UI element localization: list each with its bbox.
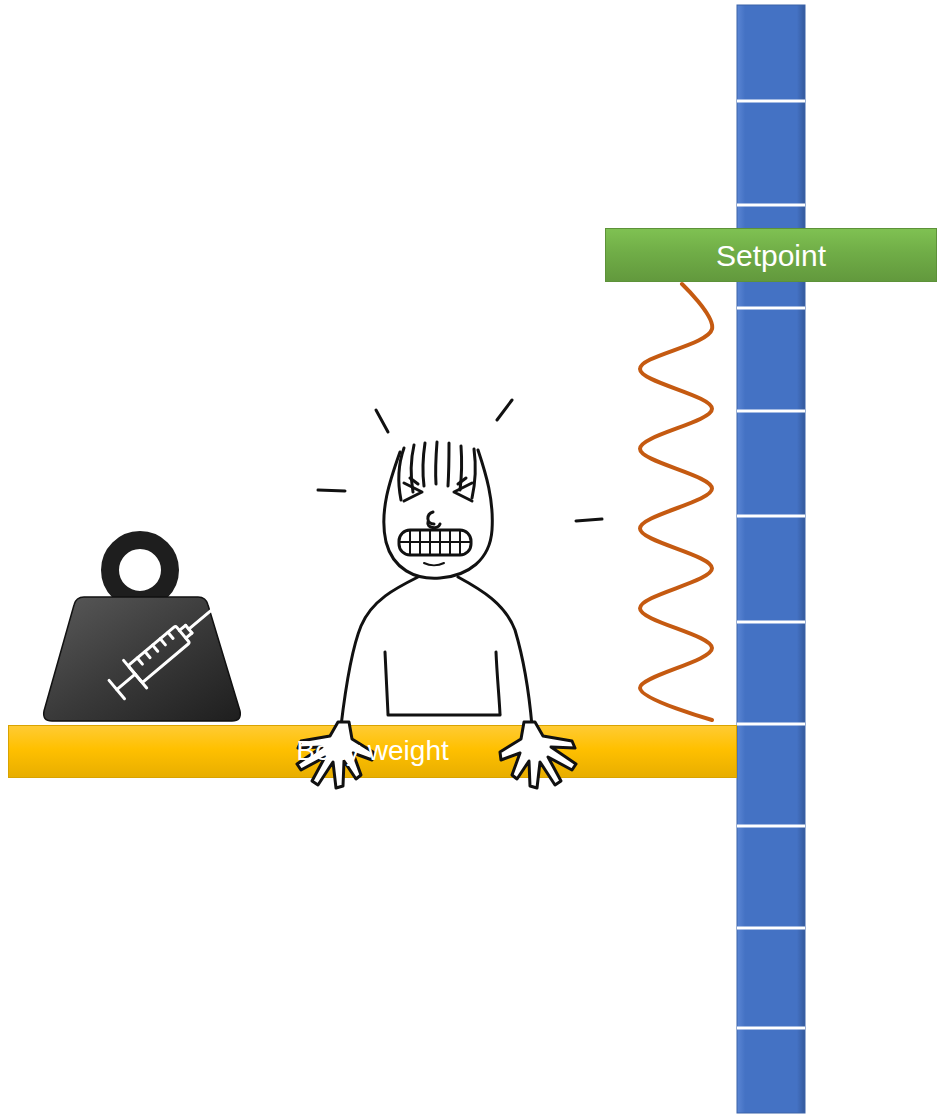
node-label: Setpoint	[716, 239, 826, 272]
ruler-tick	[737, 1027, 805, 1030]
teeth-line	[409, 531, 411, 554]
head-outline	[384, 450, 493, 578]
hair-strand	[460, 446, 462, 490]
ruler-tick	[737, 825, 805, 828]
ruler-tick	[737, 204, 805, 207]
ruler-tick	[737, 410, 805, 413]
ruler-tick	[737, 515, 805, 518]
weight-icon	[44, 540, 241, 721]
hair-strand	[448, 443, 449, 486]
body-weight-bar: Body weight	[8, 725, 737, 778]
teeth-line	[449, 530, 451, 555]
syringe-needle	[189, 610, 212, 629]
syringe-barrel	[128, 626, 190, 683]
teeth-line	[439, 530, 441, 555]
teeth	[399, 530, 471, 555]
hair-strand	[423, 443, 425, 486]
strain-mark	[497, 400, 512, 420]
ruler-bar	[737, 5, 805, 1113]
syringe-mark	[168, 632, 173, 638]
chin-mark	[424, 563, 444, 565]
hair-strand	[472, 449, 475, 498]
setpoint-bar: Setpoint	[605, 228, 937, 282]
nose	[428, 512, 434, 524]
weight-ring	[110, 540, 170, 600]
left-arm	[341, 577, 418, 726]
eye-crease	[410, 478, 418, 484]
syringe-tip	[186, 625, 192, 633]
nose	[428, 522, 440, 528]
weight-body	[44, 597, 241, 721]
syringe-mark	[160, 639, 165, 645]
syringe-plunger	[117, 674, 135, 689]
teeth-line	[429, 530, 431, 555]
torso-line	[388, 714, 500, 717]
strain-mark	[376, 410, 388, 432]
ruler-tick	[737, 100, 805, 103]
strain-mark	[318, 490, 345, 491]
teeth-line	[399, 541, 471, 543]
spring-connector	[640, 284, 712, 720]
syringe-symbol	[105, 596, 223, 703]
strain-mark	[576, 519, 602, 521]
syringe-handle	[109, 680, 124, 698]
eye-crease	[458, 478, 466, 484]
teeth-line	[459, 531, 461, 554]
syringe-flange	[124, 660, 147, 688]
ruler-tick	[737, 307, 805, 310]
syringe-mark	[145, 652, 150, 658]
right-arm-inner	[496, 652, 500, 714]
ruler-tick	[737, 621, 805, 624]
clenched-mouth	[399, 530, 471, 555]
syringe-tip	[179, 625, 185, 630]
right-arm	[458, 577, 532, 726]
syringe-mark	[137, 658, 142, 664]
node-label: Body weight	[296, 736, 449, 767]
squint-eye	[454, 483, 472, 501]
ruler-tick	[737, 927, 805, 930]
teeth-line	[419, 530, 421, 555]
left-arm-inner	[385, 652, 388, 714]
hair-strand	[411, 445, 414, 492]
syringe-tip	[186, 633, 192, 638]
squint-eye	[404, 483, 422, 501]
hair-strand	[436, 442, 437, 484]
hair-strand	[399, 448, 404, 500]
ruler-tick	[737, 723, 805, 726]
syringe-mark	[153, 645, 158, 651]
